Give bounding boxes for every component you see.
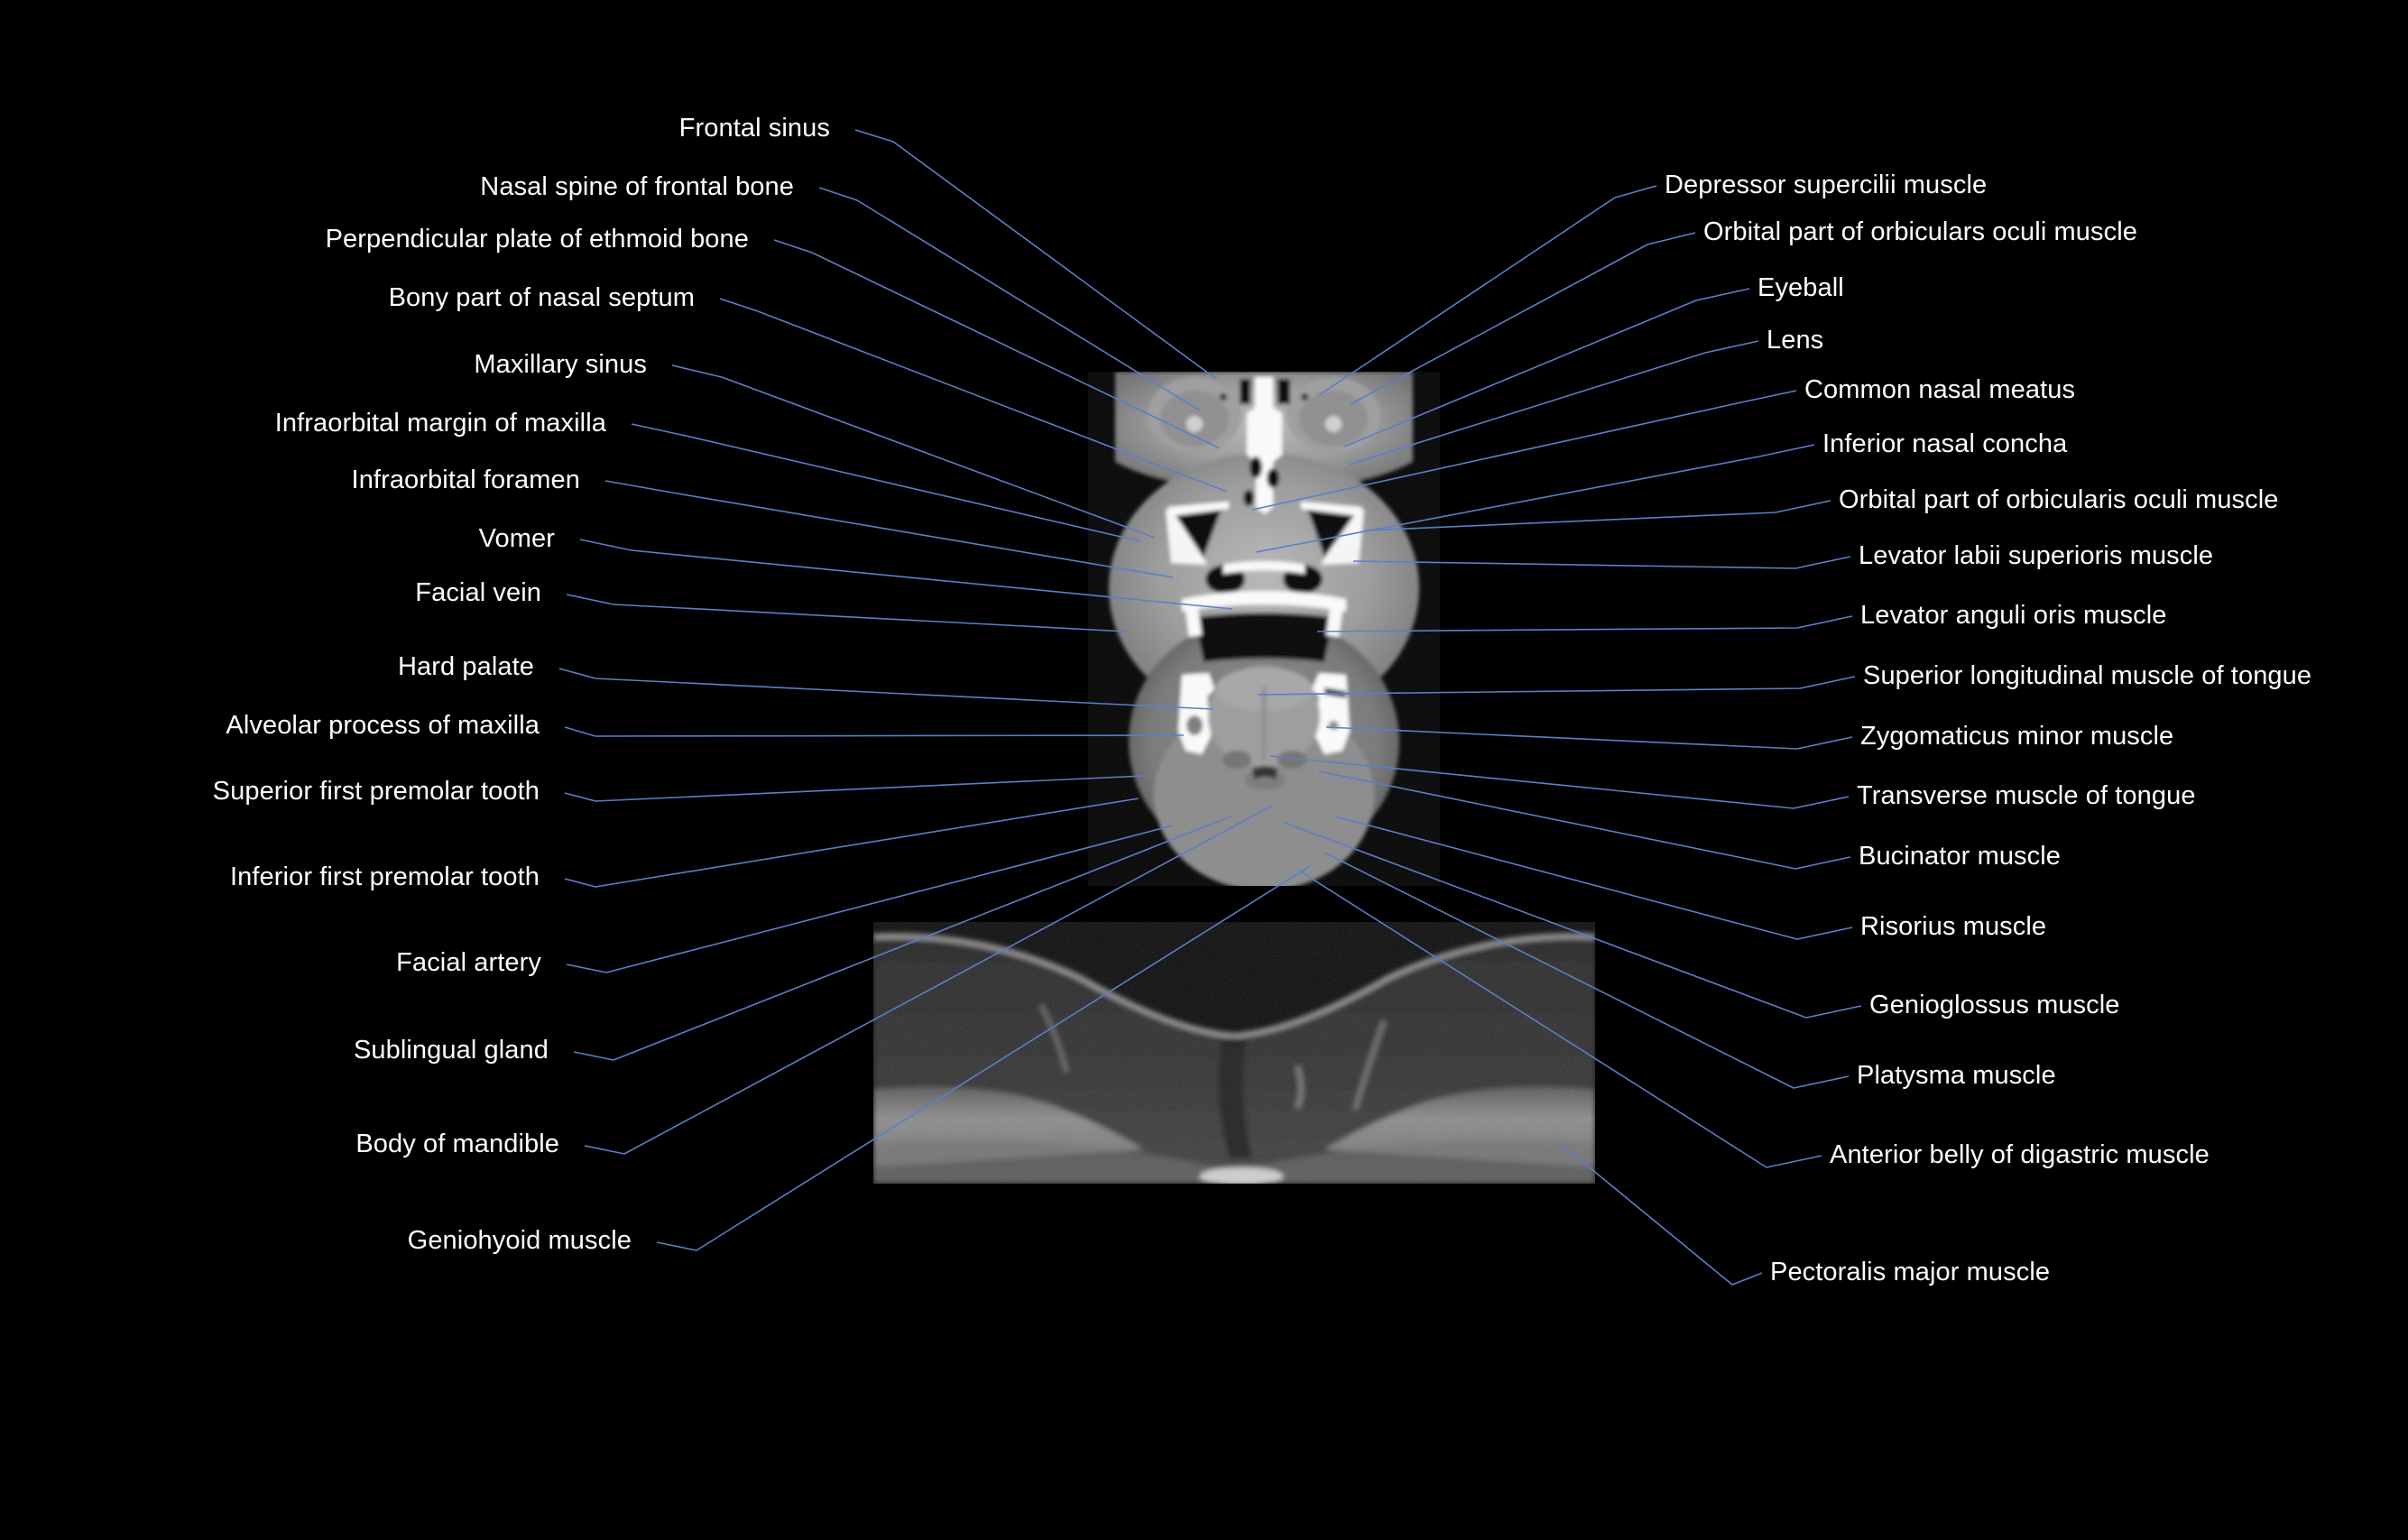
label-right: Risorius muscle bbox=[1860, 912, 2047, 941]
label-right: Pectoralis major muscle bbox=[1770, 1258, 2051, 1286]
leader-line bbox=[566, 594, 1127, 632]
label-right: Anterior belly of digastric muscle bbox=[1830, 1140, 2210, 1169]
leader-line bbox=[671, 364, 1156, 539]
leader-line bbox=[1318, 185, 1657, 396]
label-left: Frontal sinus bbox=[678, 114, 830, 143]
leader-line bbox=[631, 423, 1141, 542]
label-left: Facial vein bbox=[415, 578, 541, 607]
label-left: Maxillary sinus bbox=[474, 350, 647, 379]
label-left: Sublingual gland bbox=[353, 1036, 549, 1065]
label-left: Hard palate bbox=[397, 652, 534, 681]
label-left: Geniohyoid muscle bbox=[407, 1226, 632, 1255]
label-left: Facial artery bbox=[396, 948, 541, 977]
label-right: Lens bbox=[1767, 326, 1824, 355]
label-right: Orbital part of orbiculars oculi muscle bbox=[1703, 217, 2137, 246]
coronal-head-ct-panel bbox=[1088, 372, 1440, 886]
label-left: Perpendicular plate of ethmoid bone bbox=[325, 225, 749, 254]
leader-line bbox=[854, 129, 1217, 380]
label-left: Body of mandible bbox=[355, 1130, 559, 1158]
axial-neck-ct-panel bbox=[873, 922, 1595, 1184]
label-left: Vomer bbox=[478, 524, 555, 553]
label-left: Nasal spine of frontal bone bbox=[480, 172, 794, 201]
label-right: Inferior nasal concha bbox=[1822, 429, 2068, 458]
label-right: Orbital part of orbicularis oculi muscle bbox=[1839, 485, 2279, 514]
label-right: Depressor supercilii muscle bbox=[1665, 171, 1988, 199]
label-right: Superior longitudinal muscle of tongue bbox=[1863, 661, 2312, 690]
label-right: Zygomaticus minor muscle bbox=[1860, 722, 2174, 751]
leader-line bbox=[564, 775, 1145, 802]
label-right: Bucinator muscle bbox=[1859, 842, 2062, 871]
label-right: Genioglossus muscle bbox=[1869, 991, 2120, 1019]
label-right: Levator anguli oris muscle bbox=[1860, 601, 2167, 630]
leader-line bbox=[564, 798, 1139, 888]
label-left: Infraorbital margin of maxilla bbox=[274, 409, 606, 438]
label-right: Common nasal meatus bbox=[1804, 375, 2076, 404]
label-left: Infraorbital foramen bbox=[351, 466, 580, 494]
label-right: Levator labii superioris muscle bbox=[1859, 541, 2214, 570]
label-right: Eyeball bbox=[1758, 273, 1844, 302]
label-left: Bony part of nasal septum bbox=[388, 283, 695, 312]
label-left: Inferior first premolar tooth bbox=[230, 862, 540, 891]
label-right: Transverse muscle of tongue bbox=[1857, 781, 2196, 810]
label-right: Platysma muscle bbox=[1857, 1061, 2056, 1090]
label-left: Superior first premolar tooth bbox=[212, 777, 540, 806]
label-left: Alveolar process of maxilla bbox=[226, 711, 540, 740]
